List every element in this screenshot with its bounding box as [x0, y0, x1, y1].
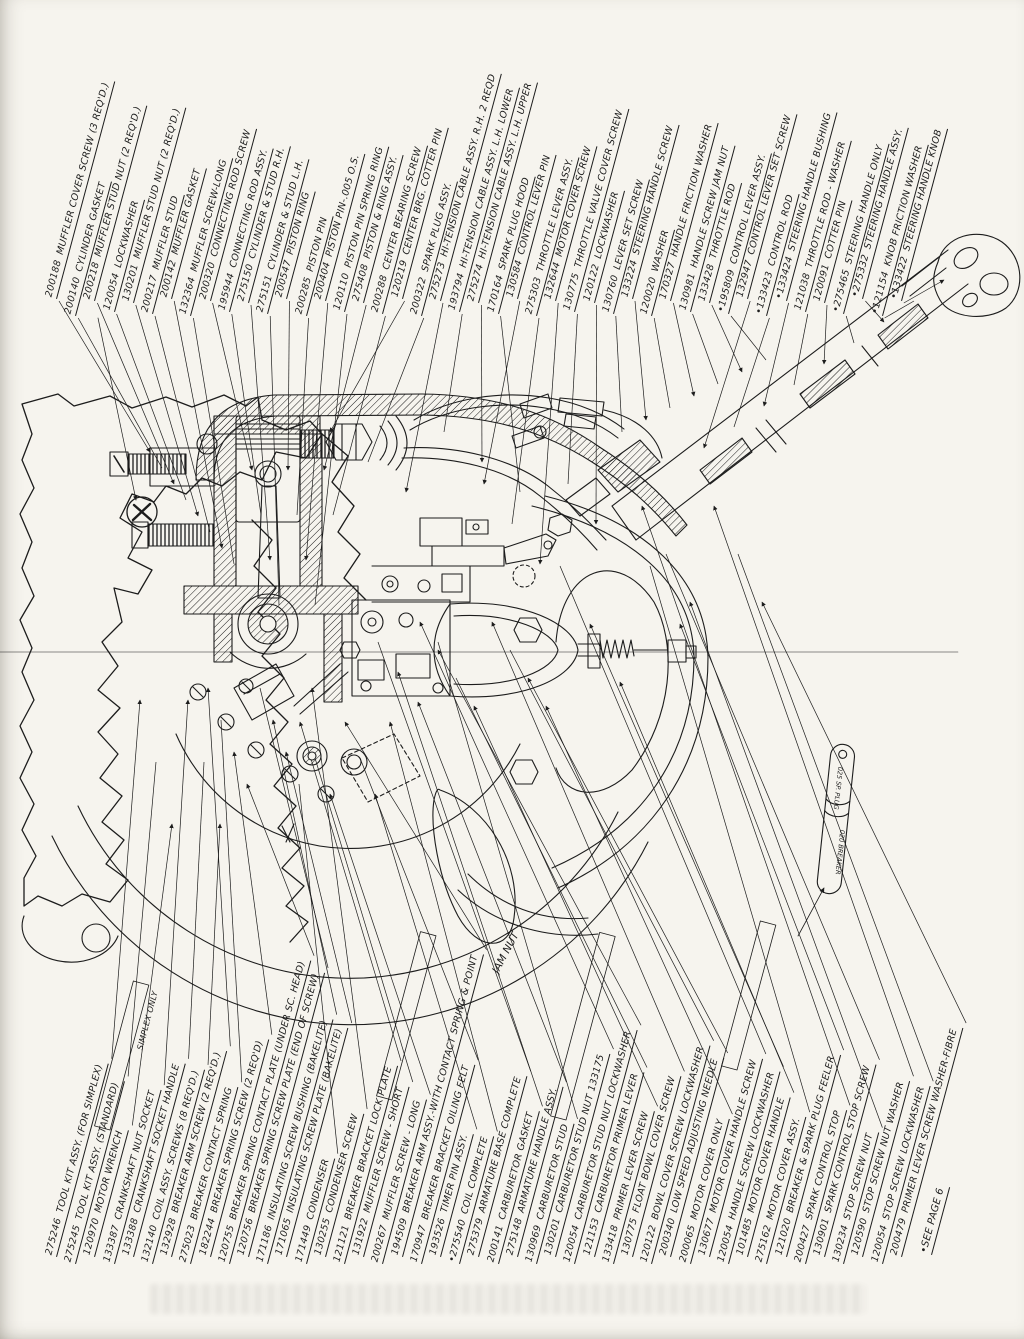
throttle-lever-assembly: [419, 517, 557, 588]
leader-line: [205, 687, 231, 1047]
leader-line: [703, 300, 751, 449]
leader-line: [713, 505, 914, 1077]
leader-line: [821, 304, 828, 365]
reverse-side-print-bleed: [150, 1284, 866, 1314]
leader-line: [653, 317, 671, 409]
leader-line: [559, 565, 767, 1055]
leader-line: [419, 621, 614, 1050]
leader-line: [641, 505, 851, 1106]
leader-line: [58, 300, 151, 453]
leader-line: [509, 649, 715, 1041]
leader-line: [473, 705, 659, 1107]
leader-line: [865, 300, 885, 323]
label-group-brackets: [94, 920, 777, 1131]
leader-line: [545, 705, 733, 1115]
leader-line: [374, 793, 478, 1130]
leader-line: [500, 315, 521, 493]
leader-line: [135, 304, 200, 517]
steering-handle: [511, 249, 969, 541]
leader-line: [131, 823, 174, 1126]
steering-handle-knob: [901, 233, 1021, 317]
spark-plug: [299, 415, 408, 471]
jam-nut-label: JAM NUT: [489, 929, 522, 977]
leader-line: [761, 601, 967, 1024]
leader-line: [615, 315, 623, 433]
leader-line: [482, 300, 521, 485]
leader-line: [619, 681, 795, 1093]
breaker-assembly: [189, 663, 421, 843]
armature-base: [371, 565, 471, 603]
leader-line: [884, 300, 915, 319]
leader-line: [298, 721, 402, 1062]
leader-line: [730, 315, 767, 361]
leader-line: [649, 565, 811, 1113]
leader-line: [593, 304, 599, 525]
leader-line: [589, 623, 784, 1067]
leader-line: [527, 677, 729, 1054]
leader-line: [845, 315, 855, 344]
motor-cover: [457, 495, 709, 936]
leader-line: [220, 719, 243, 1083]
flywheel-arcs: [21, 733, 649, 1026]
piston-and-rod: [229, 415, 307, 669]
carburetor: [339, 599, 697, 944]
leader-line: [212, 302, 254, 471]
leader-line: [479, 304, 485, 463]
feeler-leader: [797, 887, 825, 937]
leader-line: [154, 315, 211, 533]
leader-line: [367, 317, 425, 463]
leader-line: [314, 757, 414, 1083]
leader-line: [417, 701, 567, 1083]
leader-line: [437, 649, 642, 1026]
leader-line: [285, 300, 291, 471]
leader-lines: [58, 279, 967, 1154]
leader-line: [344, 721, 487, 950]
leader-line: [388, 721, 498, 1132]
leader-line: [711, 304, 743, 373]
engine-block: [109, 393, 688, 703]
leader-line: [491, 621, 685, 1072]
leader-line: [762, 302, 789, 407]
leader-line: [207, 823, 223, 1065]
leader-line: [455, 677, 648, 1068]
leader-line: [673, 302, 696, 397]
leader-line: [634, 300, 648, 421]
leader-line: [298, 783, 339, 1154]
leader-line: [903, 279, 945, 304]
leader-line: [733, 317, 770, 428]
leader-line: [232, 751, 273, 1035]
leader-line: [793, 313, 809, 386]
feeler-gauge: [816, 743, 856, 895]
leader-line: [127, 761, 157, 1077]
leader-line: [692, 313, 719, 385]
leader-line: [77, 317, 163, 469]
leader-line: [269, 315, 280, 606]
leader-line: [188, 761, 205, 1059]
leader-line: [377, 641, 532, 1072]
leader-line: [437, 641, 578, 1120]
leader-line: [689, 601, 883, 1128]
leader-line: [329, 793, 431, 1095]
leader-line: [737, 553, 934, 1082]
leader-line: [665, 553, 880, 1060]
leader-line: [397, 671, 543, 1107]
leader-line: [163, 699, 191, 1086]
leader-line: [679, 623, 845, 1051]
feeler-text-upper: 025 SP. PLUG: [832, 766, 844, 810]
feeler-text-lower: 020 BREAKER: [834, 829, 847, 874]
